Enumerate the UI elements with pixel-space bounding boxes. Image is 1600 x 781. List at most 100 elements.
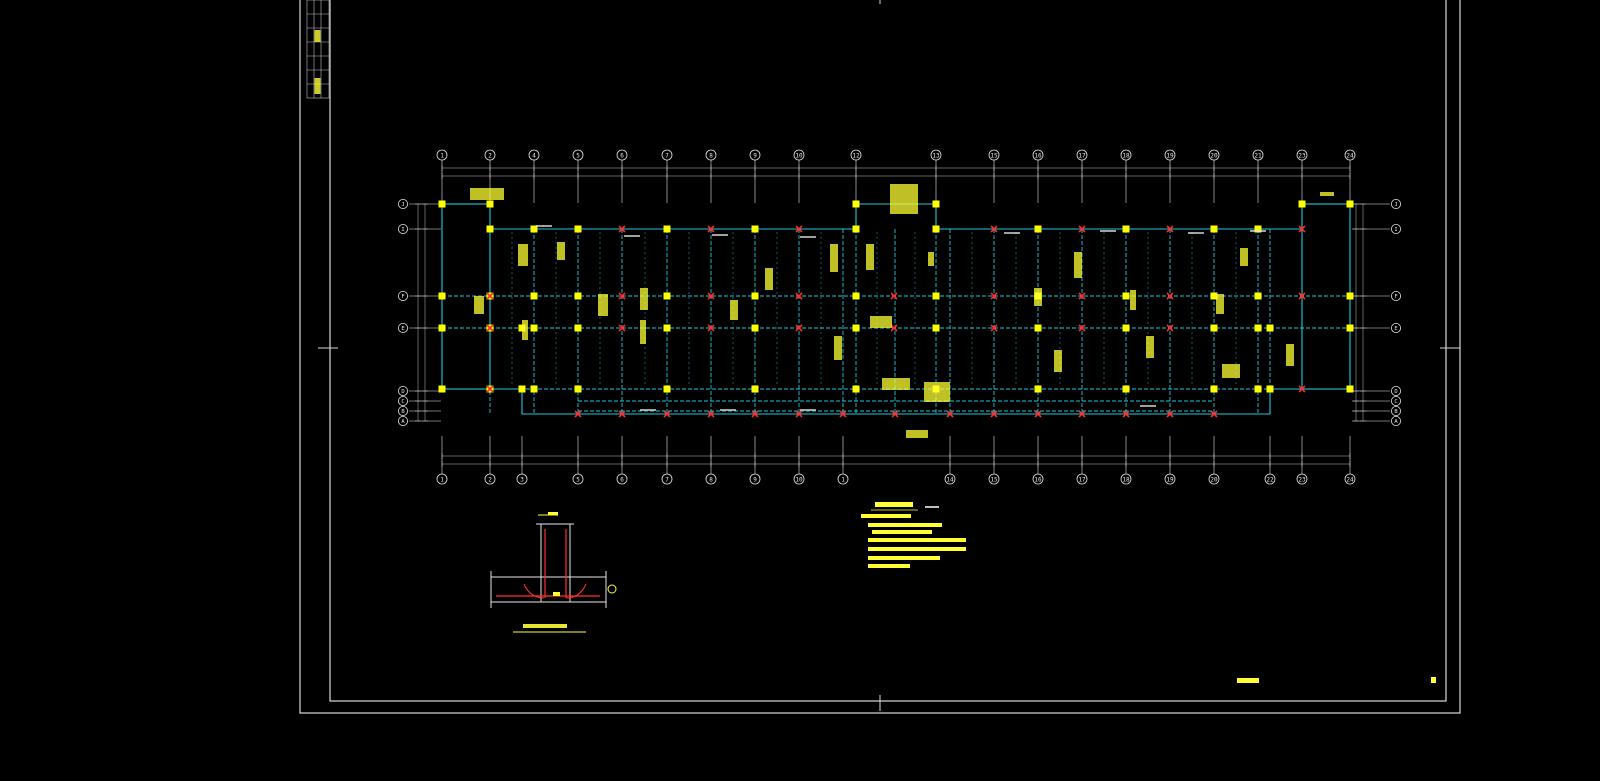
axis-bubble-bottom [749, 473, 761, 485]
axis-bubble-bottom [988, 473, 1000, 485]
column [438, 385, 446, 393]
annotation-text [470, 188, 504, 200]
axis-label-right: F [1394, 294, 1397, 300]
column [1210, 225, 1218, 233]
axis-bubble-right [1391, 385, 1402, 396]
column [852, 292, 860, 300]
title-block [1237, 677, 1436, 683]
rebar-marker [1078, 324, 1086, 332]
axis-bubble-bottom [793, 473, 805, 485]
annotation-text [1054, 350, 1062, 372]
axis-label-top: 18 [1122, 153, 1130, 160]
axis-bubble-bottom [1264, 473, 1276, 485]
rebar-marker [707, 410, 715, 418]
rebar-marker [1210, 410, 1218, 418]
sheet-frame [299, 0, 1461, 714]
axis-bubble-right [1391, 415, 1402, 426]
annotation-text [1074, 252, 1082, 278]
rebar-marker [1034, 410, 1042, 418]
axis-bubble-bottom [1164, 473, 1176, 485]
beam-outline-bottom [490, 388, 1302, 415]
axis-label-bottom: 8 [709, 477, 713, 484]
column [1254, 385, 1262, 393]
annotation-text [1320, 192, 1334, 196]
axis-bubble-bottom [705, 473, 717, 485]
annotation-text [1034, 288, 1042, 306]
axis-label-bottom: 5 [576, 477, 580, 484]
axis-bubble-bottom [837, 473, 849, 485]
annotation-text [518, 244, 528, 266]
axis-label-bottom: 3 [520, 477, 524, 484]
column [1210, 292, 1218, 300]
column [1034, 385, 1042, 393]
axis-label-bottom: 15 [990, 477, 998, 484]
annotation-text [870, 316, 892, 328]
axis-bubble-right [1391, 405, 1402, 416]
rebar-marker [839, 410, 847, 418]
rebar-marker [574, 410, 582, 418]
column [1210, 324, 1218, 332]
axis-bubble-left [397, 290, 408, 301]
rebar-marker [795, 324, 803, 332]
column [1266, 324, 1274, 332]
axis-bubble-top [793, 149, 805, 161]
rebar-marker [990, 324, 998, 332]
rebar-marker [990, 410, 998, 418]
axis-bubble-top [661, 149, 673, 161]
dimension-tag [624, 235, 640, 237]
general-notes[interactable] [861, 502, 966, 568]
axis-bubble-top [1076, 149, 1088, 161]
axis-bubble-bottom [572, 473, 584, 485]
axis-bubble-right [1391, 322, 1402, 333]
axis-label-top: 8 [709, 153, 713, 160]
annotation-text [890, 184, 918, 214]
axis-bubble-top [1252, 149, 1264, 161]
floor-plan[interactable] [438, 184, 1354, 438]
axis-label-left: F [401, 294, 404, 300]
dimension-tag [1140, 405, 1156, 407]
axis-bubble-top [705, 149, 717, 161]
axis-label-top: 4 [532, 153, 536, 160]
axis-bubble-left [397, 405, 408, 416]
axis-bubble-top [528, 149, 540, 161]
rebar-marker [795, 292, 803, 300]
column [852, 324, 860, 332]
column [932, 200, 940, 208]
column [438, 200, 446, 208]
annotation-text [1130, 290, 1136, 310]
annotation-text [928, 252, 934, 266]
axis-bubble-bottom [1296, 473, 1308, 485]
axis-label-bottom: 10 [795, 477, 803, 484]
column [1122, 292, 1130, 300]
beam-outline-right-wing [1301, 203, 1351, 390]
axis-label-bottom: 2 [488, 477, 492, 484]
column [518, 385, 526, 393]
rebar-marker [890, 292, 898, 300]
axis-bubble-bottom [484, 473, 496, 485]
axis-bubble-right [1391, 395, 1402, 406]
rebar-marker [486, 385, 494, 393]
dimension-tag [800, 409, 816, 411]
axis-label-top: 7 [665, 153, 669, 160]
axis-label-top: 19 [1166, 153, 1174, 160]
column [663, 292, 671, 300]
column [486, 200, 494, 208]
column [1122, 385, 1130, 393]
axis-label-left: J [401, 202, 404, 208]
axis-label-right: J [1394, 202, 1397, 208]
column [438, 292, 446, 300]
rebar-marker [618, 324, 626, 332]
annotation-text [882, 378, 910, 390]
rebar-marker [990, 225, 998, 233]
axis-label-bottom: 18 [1122, 477, 1130, 484]
dimension-tag [1004, 232, 1020, 234]
column [1122, 225, 1130, 233]
column [932, 292, 940, 300]
axis-label-top: 16 [1034, 153, 1042, 160]
column [1254, 292, 1262, 300]
axis-label-top: 1 [440, 153, 444, 160]
annotation-text [906, 430, 928, 438]
axis-bubble-bottom [1032, 473, 1044, 485]
section-detail[interactable] [490, 512, 617, 633]
